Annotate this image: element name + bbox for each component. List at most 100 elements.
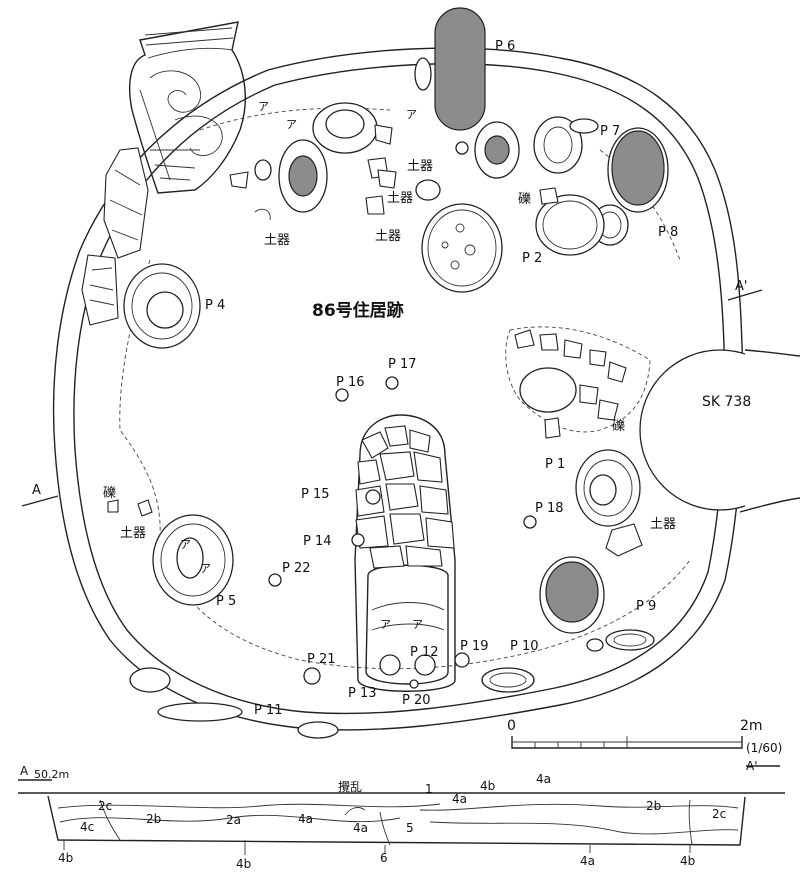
layer-4a-bottom: 4a	[580, 854, 595, 868]
dwelling-inner-wall	[73, 63, 726, 715]
pit-p11-label: P 11	[254, 703, 283, 718]
layer-4c: 4c	[80, 820, 94, 834]
layer-4a-1: 4a	[298, 812, 313, 826]
scale-bar: 0 2m (1/60)	[507, 718, 782, 755]
pit-p10	[481, 667, 535, 693]
pit-p18-label: P 18	[535, 501, 564, 516]
find-a-5: ア	[412, 618, 423, 631]
pit-central	[421, 203, 503, 293]
pit-p21	[303, 667, 321, 685]
stone-tool-2	[81, 254, 119, 326]
find-pottery-5: 土器	[650, 517, 676, 532]
pottery-vessel-drawing	[129, 21, 246, 194]
find-a-6: ア	[180, 538, 191, 551]
pit-p10-label: P 10	[510, 639, 539, 654]
pit-p15-label: P 15	[301, 487, 330, 502]
pit-p11	[297, 721, 339, 739]
find-gravel-3: 礫	[612, 418, 625, 434]
scale-zero: 0	[507, 718, 516, 734]
pit-p1-label: P 1	[545, 457, 565, 472]
section-elevation: 50.2m	[34, 768, 69, 781]
find-pottery-4: 土器	[264, 233, 290, 248]
layer-4b-right: 4b	[680, 854, 695, 868]
find-a-3: ア	[406, 108, 417, 121]
pit-p17	[385, 376, 399, 390]
pit-p22-label: P 22	[282, 561, 311, 576]
dwelling-outer-wall	[52, 47, 744, 731]
find-pottery-3: 土器	[375, 229, 401, 244]
find-gravel-2: 礫	[103, 485, 116, 501]
find-gravel-1: 礫	[518, 191, 531, 207]
pit-p14-label: P 14	[303, 534, 332, 549]
layer-5: 5	[406, 821, 414, 835]
layer-disturbed: 攪乱	[338, 780, 362, 794]
cross-section: A 50.2m A' 2c 2b 4c 2a 4a 4a 攪乱 1 4a 4b …	[18, 759, 785, 871]
layer-2a: 2a	[226, 813, 241, 827]
layer-1: 1	[425, 782, 433, 796]
layer-4b-left: 4b	[58, 851, 73, 865]
pit-near-p6	[414, 57, 432, 91]
section-marker-a-left-label: A	[32, 483, 41, 498]
layer-2b-left: 2b	[146, 812, 161, 826]
pit-p13-label: P 13	[348, 686, 377, 701]
section-marker-a-right-label: A'	[735, 279, 747, 294]
pit-p22	[268, 573, 282, 587]
find-a-2: ア	[286, 118, 297, 131]
scale-ratio: (1/60)	[746, 741, 782, 755]
stone-tool-1	[103, 147, 149, 259]
pit-p6-label: P 6	[495, 39, 515, 54]
pit-wall-se	[605, 629, 655, 651]
pit-p12-label: P 12	[410, 645, 439, 660]
pit-p18	[523, 515, 537, 529]
pit-p20-label: P 20	[402, 693, 431, 708]
scale-max: 2m	[740, 718, 763, 734]
find-a-1: ア	[258, 100, 269, 113]
pit-p17-label: P 17	[388, 357, 417, 372]
pit-p20	[409, 679, 419, 689]
section-a-right-label: A'	[746, 759, 758, 773]
sk738-label: SK 738	[702, 394, 751, 410]
find-a-4: ア	[380, 618, 391, 631]
layer-2c-left: 2c	[98, 799, 112, 813]
layer-2c-right: 2c	[712, 807, 726, 821]
pit-2	[533, 116, 583, 174]
layer-4a-2: 4a	[353, 821, 368, 835]
section-marker-a-left	[21, 495, 59, 507]
find-a-7: ア	[200, 562, 211, 575]
pit-p9-label: P 9	[636, 599, 656, 614]
pit-wall-sw	[157, 702, 243, 722]
pit-p6	[434, 7, 486, 131]
find-pottery-1: 土器	[407, 159, 433, 174]
pit-p2-label: P 2	[522, 251, 542, 266]
pit-p2	[535, 194, 605, 256]
pit-p5-label: P 5	[216, 594, 236, 609]
dwelling-title: 86号住居跡	[312, 300, 404, 321]
pit-p16-label: P 16	[336, 375, 365, 390]
pit-p21-label: P 21	[307, 652, 336, 667]
layer-4a-4: 4a	[536, 772, 551, 786]
pit-p19	[454, 652, 470, 668]
hearth	[354, 414, 456, 692]
sherds	[107, 124, 643, 557]
pit-east-cluster	[519, 367, 577, 413]
pit-p7-small	[569, 118, 599, 134]
find-pottery-6: 土器	[120, 526, 146, 541]
layer-4a-3: 4a	[452, 792, 467, 806]
layer-6: 6	[380, 851, 388, 865]
section-a-label: A	[20, 764, 29, 778]
pit-p8-label: P 8	[658, 225, 678, 240]
layer-2b-right: 2b	[646, 799, 661, 813]
section-marker-a-right	[727, 289, 763, 301]
find-pottery-2: 土器	[387, 191, 413, 206]
pit-p19-label: P 19	[460, 639, 489, 654]
pit-wall-w	[129, 667, 171, 693]
pit-p15	[365, 489, 381, 505]
pit-p4-label: P 4	[205, 298, 225, 313]
pit-p7-label: P 7	[600, 124, 620, 139]
floor-boundary-2	[199, 107, 391, 131]
layer-4b-top: 4b	[480, 779, 495, 793]
layer-4b-mid: 4b	[236, 857, 251, 871]
floor-boundary	[119, 259, 691, 670]
pit-p16	[335, 388, 349, 402]
